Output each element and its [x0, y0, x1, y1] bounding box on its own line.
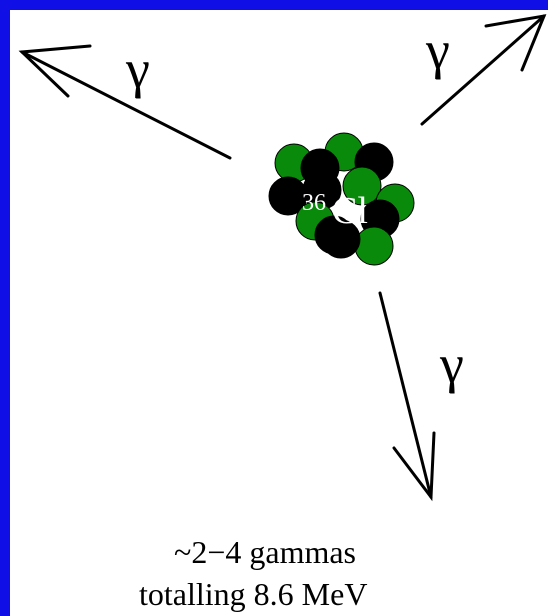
mass-number: 36: [302, 190, 326, 216]
caption-line-1: ~2−4 gammas: [174, 534, 356, 570]
gamma-label-right: γ: [425, 20, 450, 80]
element-symbol: Cl: [332, 190, 368, 232]
chlorine-36-nucleus: [268, 132, 415, 266]
diagram-panel: γ γ γ 36 Cl ~2−4 gammas totalling 8.6 Me…: [10, 10, 548, 616]
nucleon: [342, 166, 382, 206]
caption-line-2: totalling 8.6 MeV: [139, 576, 368, 612]
gamma-arrow-down: [378, 291, 436, 502]
gamma-label-bottom: γ: [439, 334, 464, 394]
gamma-label-left: γ: [125, 39, 150, 99]
gamma-emission-diagram: γ γ γ 36 Cl: [18, 14, 547, 502]
nucleus-label: 36 Cl: [302, 190, 368, 232]
gamma-arrow-upper-right: [420, 14, 547, 126]
gamma-arrow-upper-left: [18, 44, 232, 160]
nucleon: [321, 219, 361, 259]
nucleon: [354, 226, 394, 266]
